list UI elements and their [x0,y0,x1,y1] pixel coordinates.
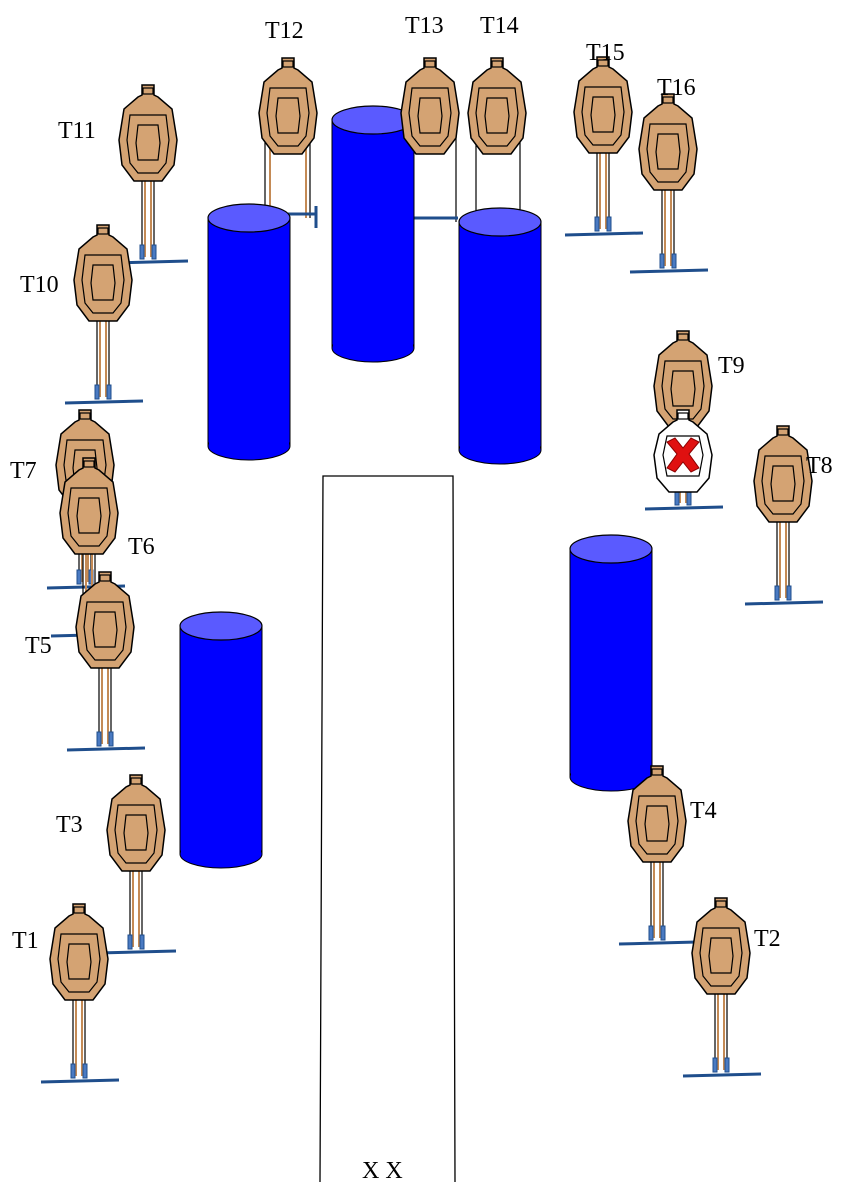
label-t3: T3 [56,812,83,838]
barrel-icon [179,611,263,869]
label-t8: T8 [806,453,833,479]
label-t10: T10 [20,272,59,298]
label-t12: T12 [265,18,304,44]
label-t14: T14 [480,13,519,39]
target-t5 [67,572,145,750]
target-t2 [683,898,761,1076]
label-t15: T15 [586,40,625,66]
target-t12 [258,57,318,155]
label-t16: T16 [657,75,696,101]
target-t13 [400,57,460,155]
shooting-box-label: X X [362,1158,403,1182]
no-shoot-target-icon [653,409,713,493]
target-t10 [65,225,143,403]
label-t1: T1 [12,928,39,954]
shooting-box: X X [319,475,456,1182]
target-t11 [110,85,188,263]
target-t4 [619,766,697,944]
target-t1 [41,904,119,1082]
label-t9: T9 [718,353,745,379]
label-t11: T11 [58,118,96,144]
label-t13: T13 [405,13,444,39]
label-t4: T4 [690,798,717,824]
barrel-icon [458,207,542,465]
target-t14 [467,57,527,155]
target-t16 [630,94,708,272]
barrel-icon [207,203,291,461]
target-t3 [98,775,176,953]
target-t15 [565,57,643,235]
label-t5: T5 [25,633,52,659]
label-t7: T7 [10,458,37,484]
label-t6: T6 [128,534,155,560]
barrel-icon [569,534,653,792]
label-t2: T2 [754,926,781,952]
barrel-icon [331,105,415,363]
